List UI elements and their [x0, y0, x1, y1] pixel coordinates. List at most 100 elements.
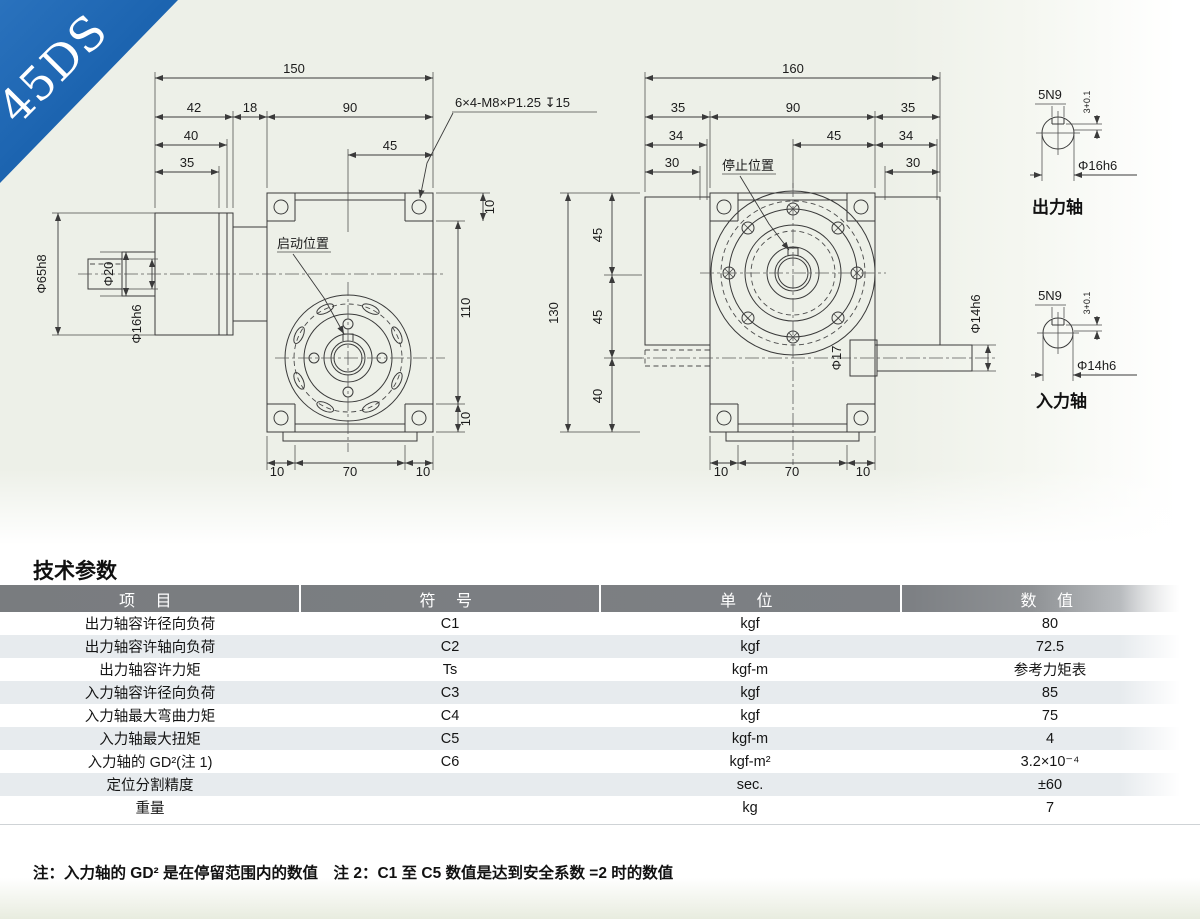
cell-value: 85 [1041, 684, 1059, 701]
table-row: 重量 kg 7 [0, 796, 1200, 819]
dim-label: 40 [184, 128, 198, 143]
table-row: 出力轴容许径向负荷 C1 kgf 80 [0, 612, 1200, 635]
table-row: 出力轴容许力矩 Ts kgf-m 参考力矩表 [0, 658, 1200, 681]
cell-item: 入力轴最大扭矩 [99, 732, 201, 748]
dim-label: 40 [590, 389, 605, 403]
cell-unit: kgf [740, 615, 760, 632]
dim-label: 10 [270, 464, 284, 479]
footnote: 注：入力轴的 GD² 是在停留范围内的数值 注 2：C1 至 C5 数值是达到安… [33, 865, 674, 882]
dim-label: Φ20 [101, 262, 116, 287]
cell-item: 入力轴的 GD²(注 1) [87, 755, 213, 771]
keyway-depth-label: 3+0.1 [1082, 292, 1092, 315]
dim-label: 30 [906, 155, 920, 170]
cell-item: 入力轴最大弯曲力矩 [84, 709, 216, 725]
cell-unit: sec. [736, 776, 764, 793]
table-row: 入力轴容许径向负荷 C3 kgf 85 [0, 681, 1200, 704]
keyway-label: 5N9 [1038, 87, 1062, 102]
keyway-depth-label: 3+0.1 [1082, 91, 1092, 114]
cell-symbol: C3 [440, 684, 460, 701]
col-header-unit: 单 位 [601, 585, 902, 612]
dim-label: 45 [590, 228, 605, 242]
dim-label: 130 [546, 302, 561, 324]
spec-table: 项 目 符 号 单 位 数 值 出力轴容许径向负荷 C1 kgf 80 出力轴容… [0, 585, 1200, 825]
cell-value: 3.2×10⁻⁴ [1020, 753, 1080, 770]
dim-label: Φ14h6 [968, 294, 983, 333]
technical-drawing: 45DS [0, 0, 1137, 479]
table-body: 出力轴容许径向负荷 C1 kgf 80 出力轴容许轴向负荷 C2 kgf 72.… [0, 612, 1200, 819]
start-position-label: 启动位置 [277, 236, 329, 251]
cell-value: 72.5 [1035, 638, 1065, 655]
dim-label: 10 [482, 200, 497, 214]
dim-label: 34 [669, 128, 683, 143]
cell-value: 参考力矩表 [1013, 663, 1087, 679]
cell-unit: kgf-m [731, 661, 769, 678]
dim-label: Φ16h6 [129, 304, 144, 343]
cell-unit: kgf [740, 684, 760, 701]
cell-value: 75 [1041, 707, 1059, 724]
dim-label: 35 [180, 155, 194, 170]
dim-label: 90 [786, 100, 800, 115]
table-row: 入力轴最大弯曲力矩 C4 kgf 75 [0, 704, 1200, 727]
table-row: 出力轴容许轴向负荷 C2 kgf 72.5 [0, 635, 1200, 658]
dim-label: 34 [899, 128, 913, 143]
dim-label: 45 [827, 128, 841, 143]
table-bottom-divider [0, 824, 1200, 825]
cell-symbol: C4 [440, 707, 460, 724]
col-header-symbol: 符 号 [301, 585, 601, 612]
stop-position-label: 停止位置 [722, 158, 774, 173]
cell-symbol: C1 [440, 615, 460, 632]
dim-label: 10 [458, 412, 473, 426]
cell-symbol: C5 [440, 730, 460, 747]
cell-unit: kgf-m² [729, 753, 771, 770]
cell-item: 出力轴容许力矩 [99, 663, 201, 679]
output-shaft-detail: 5N9 3+0.1 Φ16h6 出力轴 [1030, 87, 1137, 217]
dim-label: 30 [665, 155, 679, 170]
cell-symbol: C6 [440, 753, 460, 770]
spec-section: 技术参数 项 目 符 号 单 位 数 值 出力轴容许径向负荷 C1 kgf 80 [0, 545, 1200, 919]
dim-label: 35 [671, 100, 685, 115]
cell-unit: kgf-m [731, 730, 769, 747]
input-shaft-label: 入力轴 [1036, 391, 1087, 411]
cell-unit: kgf [740, 707, 760, 724]
cell-value: 4 [1045, 730, 1055, 747]
dim-label: 10 [714, 464, 728, 479]
right-view: 160 35 90 35 34 45 34 30 30 130 45 45 40… [546, 61, 996, 479]
cell-value: ±60 [1037, 776, 1063, 793]
dim-label: 90 [343, 100, 357, 115]
dim-label: 70 [785, 464, 799, 479]
table-header-row: 项 目 符 号 单 位 数 值 [0, 585, 1200, 612]
dim-label: 35 [901, 100, 915, 115]
left-view: 150 42 18 90 40 35 45 Φ65h8 Φ20 Φ16h6 11… [34, 61, 597, 479]
dim-label: 10 [856, 464, 870, 479]
cell-item: 定位分割精度 [106, 778, 194, 794]
input-shaft-detail: 5N9 3+0.1 Φ14h6 入力轴 [1031, 288, 1137, 411]
dim-label: 70 [343, 464, 357, 479]
dim-label: Φ16h6 [1078, 158, 1117, 173]
table-row: 入力轴最大扭矩 C5 kgf-m 4 [0, 727, 1200, 750]
cell-item: 入力轴容许径向负荷 [84, 686, 216, 702]
dim-label: 110 [458, 298, 473, 319]
dim-label: Φ17 [829, 346, 844, 371]
dim-label: 150 [283, 61, 305, 76]
cell-symbol [300, 773, 600, 796]
thread-callout: 6×4-M8×P1.25 ↧15 [455, 95, 570, 110]
table-row: 定位分割精度 sec. ±60 [0, 773, 1200, 796]
cell-value: 7 [1045, 799, 1055, 816]
dim-label: 45 [383, 138, 397, 153]
output-shaft-label: 出力轴 [1032, 197, 1083, 217]
cell-symbol: Ts [442, 661, 458, 678]
table-row: 入力轴的 GD²(注 1) C6 kgf-m² 3.2×10⁻⁴ [0, 750, 1200, 773]
cell-item: 重量 [135, 801, 165, 817]
col-header-value: 数 值 [1020, 592, 1081, 610]
technical-drawing-area: 45DS [0, 0, 1200, 545]
cell-symbol [300, 796, 600, 819]
spec-title: 技术参数 [33, 560, 117, 583]
dim-label: Φ14h6 [1077, 358, 1116, 373]
dim-label: 10 [416, 464, 430, 479]
cell-item: 出力轴容许轴向负荷 [84, 640, 216, 656]
cell-symbol: C2 [440, 638, 460, 655]
dim-label: 42 [187, 100, 201, 115]
cell-item: 出力轴容许径向负荷 [84, 617, 216, 633]
cell-value: 80 [1041, 615, 1059, 632]
